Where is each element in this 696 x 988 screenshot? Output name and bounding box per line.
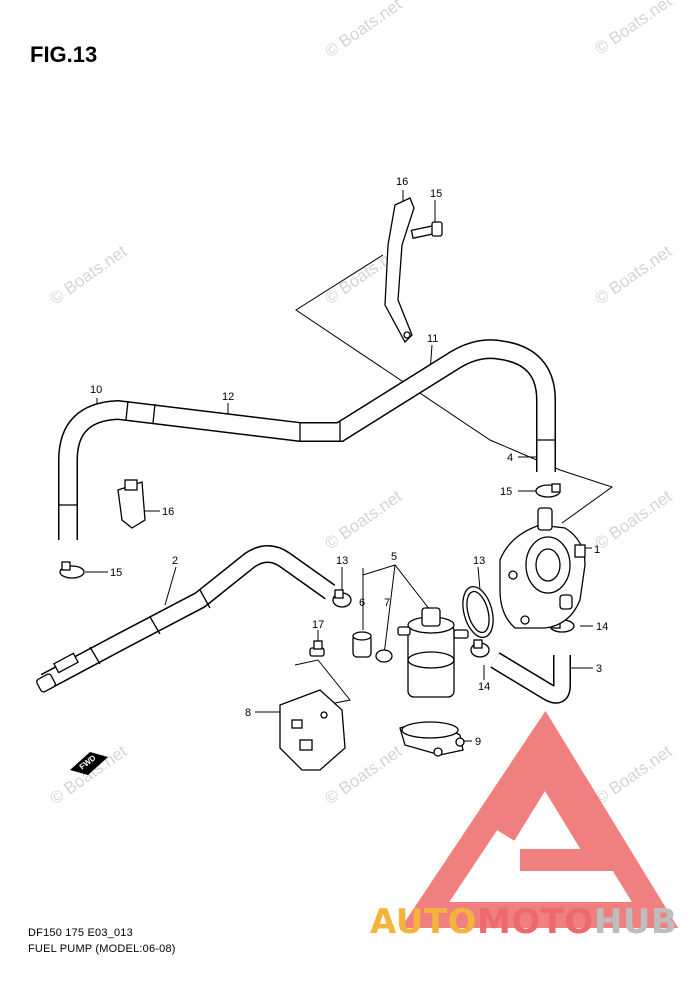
grommet-6 (352, 631, 372, 658)
figure-title: FIG.13 (30, 42, 98, 67)
watermark-text: © Boats.net (591, 741, 675, 808)
fuel-pump-1 (499, 507, 586, 629)
callout-5: 5 (391, 551, 397, 563)
figure-caption: FUEL PUMP (MODEL:06-08) (28, 943, 176, 955)
callout-18: 15 (430, 188, 442, 200)
hose-2-fitting (36, 652, 79, 693)
callout-labels: 16 15 11 10 12 4 15 1 16 15 2 13 5 13 6 … (90, 176, 608, 748)
fuel-filter-5 (397, 607, 469, 698)
callout-3: 3 (596, 663, 602, 675)
callout-14-upper: 13 (336, 555, 348, 567)
callout-9: 9 (475, 736, 481, 748)
callout-19: 16 (396, 176, 408, 188)
fuel-hoses (40, 339, 571, 704)
bolt-17 (309, 640, 325, 657)
callout-17: 17 (312, 619, 324, 631)
watermark-text: © Boats.net (591, 0, 675, 58)
callout-16-text: 16 (162, 506, 174, 518)
watermark-text: © Boats.net (46, 741, 130, 808)
watermark-text: © Boats.net (591, 241, 675, 308)
callout-10: 10 (90, 384, 102, 396)
callout-13-label: 13 (473, 555, 485, 567)
callout-11: 11 (427, 333, 438, 345)
hose-joint-lines (58, 400, 556, 665)
callout-12: 12 (222, 391, 234, 403)
callout-8: 8 (245, 707, 251, 719)
hose-bracket-19 (384, 197, 415, 344)
figure-code: DF150 175 E03_013 (28, 927, 133, 939)
brand-part-moto: MOTO (476, 902, 594, 942)
watermark-text: © Boats.net (591, 486, 675, 553)
bolt-18 (410, 221, 443, 239)
callout-14-lower: 14 (478, 681, 490, 693)
clamp-16 (117, 479, 146, 529)
callout-7: 7 (384, 597, 390, 609)
callout-2: 2 (172, 555, 178, 567)
brand-wordmark: AUTOMOTOHUB (370, 902, 677, 942)
watermark-text: © Boats.net (321, 486, 405, 553)
o-ring-13 (462, 585, 494, 639)
filter-holder-9 (399, 721, 465, 757)
callout-15-left: 15 (110, 567, 122, 579)
callout-14-right: 14 (596, 621, 608, 633)
watermark-text: © Boats.net (46, 241, 130, 308)
brand-logo-triangle (400, 710, 679, 928)
callout-1: 1 (594, 544, 600, 556)
callout-15: 15 (500, 486, 512, 498)
brand-part-hub: HUB (593, 902, 678, 942)
callout-4: 4 (507, 452, 513, 464)
brand-part-auto: AUTO (370, 902, 477, 942)
watermark-text: © Boats.net (321, 0, 405, 61)
callout-6: 6 (359, 597, 365, 609)
bracket-8 (279, 689, 346, 771)
